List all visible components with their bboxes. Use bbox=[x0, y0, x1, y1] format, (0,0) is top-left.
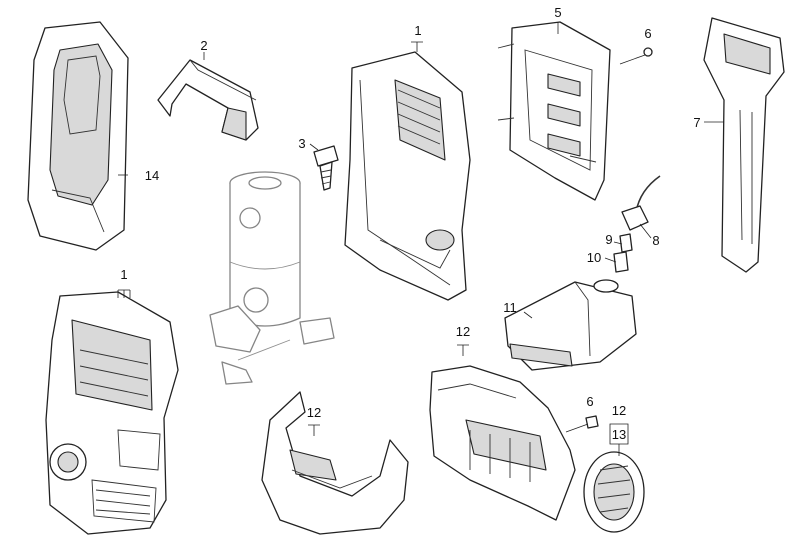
part-labels: 1 1 2 3 5 6 6 7 8 9 10 11 12 12 12 13 14 bbox=[120, 5, 700, 442]
label-part-6-top: 6 bbox=[644, 26, 651, 41]
part-12-rear-base bbox=[429, 365, 576, 521]
label-part-5: 5 bbox=[554, 5, 561, 20]
part-6-screw-top bbox=[619, 47, 653, 65]
part-8-connector bbox=[621, 175, 661, 231]
part-1-front-housing bbox=[45, 291, 179, 535]
label-part-2: 2 bbox=[200, 38, 207, 53]
part-13-wheel bbox=[583, 451, 645, 533]
part-14-cover bbox=[27, 21, 129, 251]
part-2-handle bbox=[157, 59, 259, 141]
label-part-10: 10 bbox=[587, 250, 601, 265]
label-part-8: 8 bbox=[652, 233, 659, 248]
part-5-rear-panel bbox=[497, 21, 611, 201]
part-9-fitting bbox=[619, 233, 633, 253]
label-part-7: 7 bbox=[693, 115, 700, 130]
label-part-1-top: 1 bbox=[414, 23, 421, 38]
part-12-base-cradle bbox=[261, 391, 409, 535]
label-part-9: 9 bbox=[605, 232, 612, 247]
part-7-lance bbox=[703, 17, 785, 273]
part-10-nozzle bbox=[613, 251, 629, 273]
label-part-1-bottom: 1 bbox=[120, 267, 127, 282]
part-3-screw bbox=[313, 145, 339, 191]
leader-lines bbox=[117, 22, 724, 456]
part-11-detergent-tank bbox=[504, 279, 637, 371]
label-part-12-right: 12 bbox=[612, 403, 626, 418]
label-part-14: 14 bbox=[145, 168, 159, 183]
label-part-13: 13 bbox=[612, 427, 626, 442]
part-1-housing-frame bbox=[344, 51, 471, 301]
part-6-screw-bottom bbox=[565, 415, 599, 433]
label-part-12-bottom: 12 bbox=[307, 405, 321, 420]
motor-pump-assembly bbox=[209, 171, 335, 385]
label-part-11: 11 bbox=[503, 300, 517, 315]
label-part-6-bottom: 6 bbox=[586, 394, 593, 409]
label-part-12-center: 12 bbox=[456, 324, 470, 339]
label-part-3: 3 bbox=[298, 136, 305, 151]
